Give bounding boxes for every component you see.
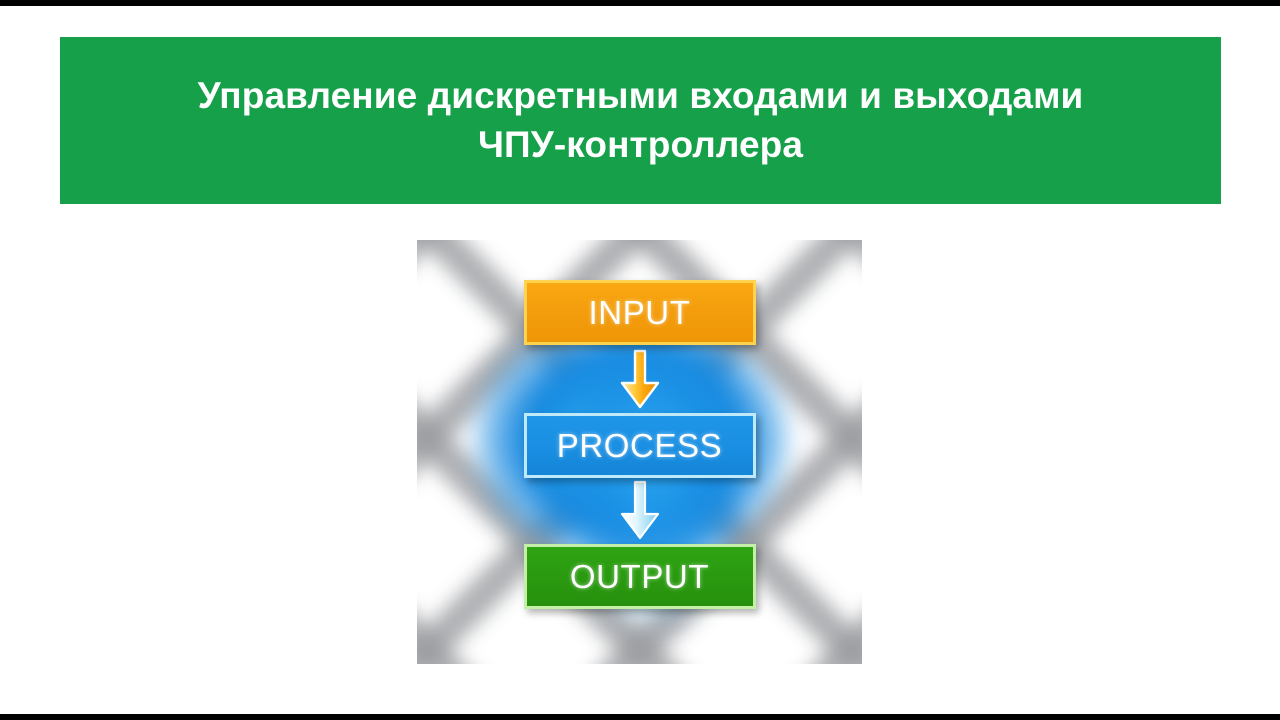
page-title: Управление дискретными входами и выходам… — [197, 74, 1084, 165]
flow-node-output-label: OUTPUT — [569, 557, 710, 595]
flow-node-process: PROCESS — [523, 413, 756, 478]
flow-node-input: INPUT — [523, 280, 756, 345]
flowchart-illustration: INPUT PROCESS — [417, 240, 862, 664]
arrow-down-input-to-process — [620, 349, 659, 409]
flow-node-process-label: PROCESS — [556, 426, 723, 464]
letterbox-top — [0, 0, 1280, 6]
letterbox-bottom — [0, 714, 1280, 720]
flow-column: INPUT PROCESS — [417, 240, 862, 664]
flow-node-input-label: INPUT — [588, 293, 691, 331]
flow-node-output: OUTPUT — [523, 544, 756, 609]
arrow-down-process-to-output — [620, 480, 659, 540]
title-banner: Управление дискретными входами и выходам… — [60, 37, 1221, 204]
